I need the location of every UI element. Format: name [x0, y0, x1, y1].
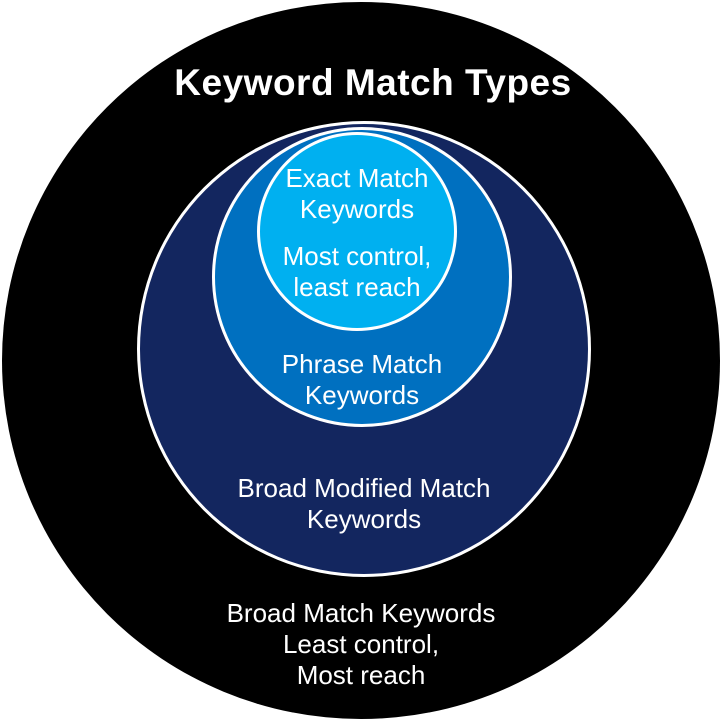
exact-match-label-line1: Exact Match	[285, 163, 429, 193]
exact-match-label: Exact Match Keywords	[257, 163, 457, 225]
phrase-match-label-line1: Phrase Match	[281, 349, 443, 379]
broad-modified-match-label-line1: Broad Modified Match	[237, 473, 491, 503]
broad-match-label-line2: Least control,	[282, 629, 440, 659]
broad-match-label-line1: Broad Match Keywords	[226, 598, 496, 628]
exact-match-note-line2: least reach	[293, 272, 421, 302]
exact-match-label-line2: Keywords	[299, 194, 415, 224]
exact-match-circle	[257, 132, 457, 331]
diagram-title: Keyword Match Types	[174, 62, 572, 103]
exact-match-note: Most control, least reach	[257, 241, 457, 303]
phrase-match-label-line2: Keywords	[304, 380, 420, 410]
exact-match-note-line1: Most control,	[282, 241, 432, 271]
broad-modified-match-label-line2: Keywords	[306, 504, 422, 534]
phrase-match-label: Phrase Match Keywords	[212, 349, 512, 411]
broad-match-label-line3: Most reach	[296, 660, 426, 690]
broad-modified-match-label: Broad Modified Match Keywords	[137, 473, 591, 535]
broad-match-label: Broad Match Keywords Least control, Most…	[0, 598, 722, 691]
